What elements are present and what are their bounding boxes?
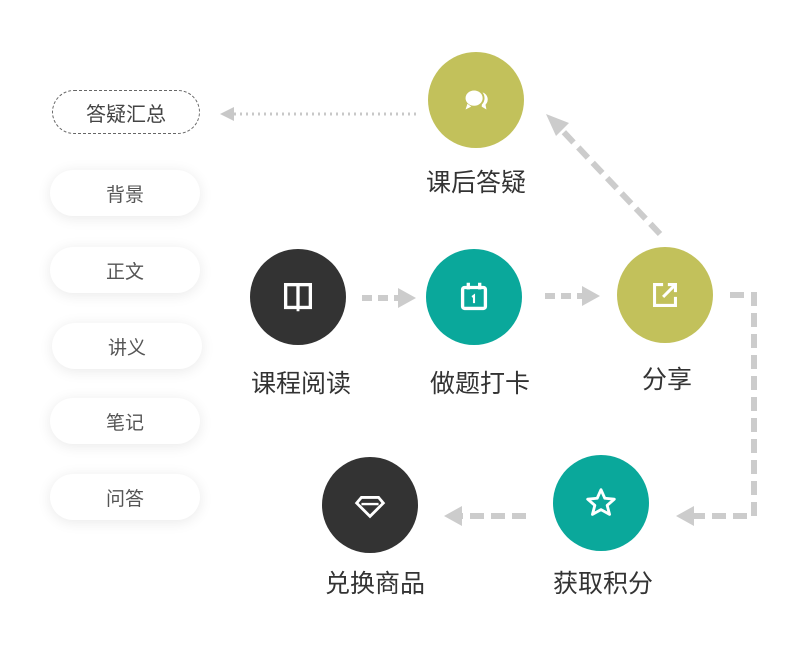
sidebar-item-notes[interactable]: 笔记: [50, 398, 200, 444]
qa-node[interactable]: [428, 52, 524, 148]
share-icon: [653, 283, 677, 307]
chat-bubbles-icon: [463, 88, 488, 110]
step-label-reading: 课程阅读: [250, 369, 351, 398]
checkin-node[interactable]: [426, 249, 522, 345]
sidebar-item-background[interactable]: 背景: [50, 170, 200, 216]
arrow-qa-to-summary: [220, 107, 416, 121]
sidebar-item-body[interactable]: 正文: [50, 247, 200, 293]
sidebar-item-questions[interactable]: 问答: [50, 474, 200, 520]
arrow-share-to-points: [676, 292, 757, 526]
step-label-checkin: 做题打卡: [429, 369, 530, 398]
step-label-share: 分享: [641, 365, 692, 394]
arrow-checkin-to-share: [545, 286, 600, 306]
summary-pill-label: 答疑汇总: [86, 101, 166, 126]
step-label-redeem: 兑换商品: [324, 569, 425, 598]
step-label-qa: 课后答疑: [425, 168, 526, 197]
star-icon: [586, 488, 616, 516]
redeem-node[interactable]: [322, 457, 418, 553]
diamond-icon: [354, 495, 386, 519]
sidebar-item-label: 问答: [105, 487, 144, 510]
reading-node[interactable]: [250, 249, 346, 345]
share-node[interactable]: [617, 247, 713, 343]
summary-pill[interactable]: 答疑汇总: [52, 90, 200, 134]
points-node[interactable]: [553, 455, 649, 551]
step-label-points: 获取积分: [552, 569, 653, 598]
book-icon: [283, 282, 313, 312]
sidebar-item-label: 正文: [105, 260, 144, 283]
sidebar-item-label: 背景: [105, 183, 144, 206]
arrow-reading-to-checkin: [362, 288, 416, 308]
arrow-points-to-redeem: [444, 506, 526, 526]
calendar-icon: [460, 282, 488, 311]
sidebar-item-handout[interactable]: 讲义: [52, 323, 202, 369]
arrow-share-to-qa: [546, 114, 663, 237]
sidebar-item-label: 讲义: [107, 336, 146, 359]
sidebar-item-label: 笔记: [105, 411, 144, 434]
